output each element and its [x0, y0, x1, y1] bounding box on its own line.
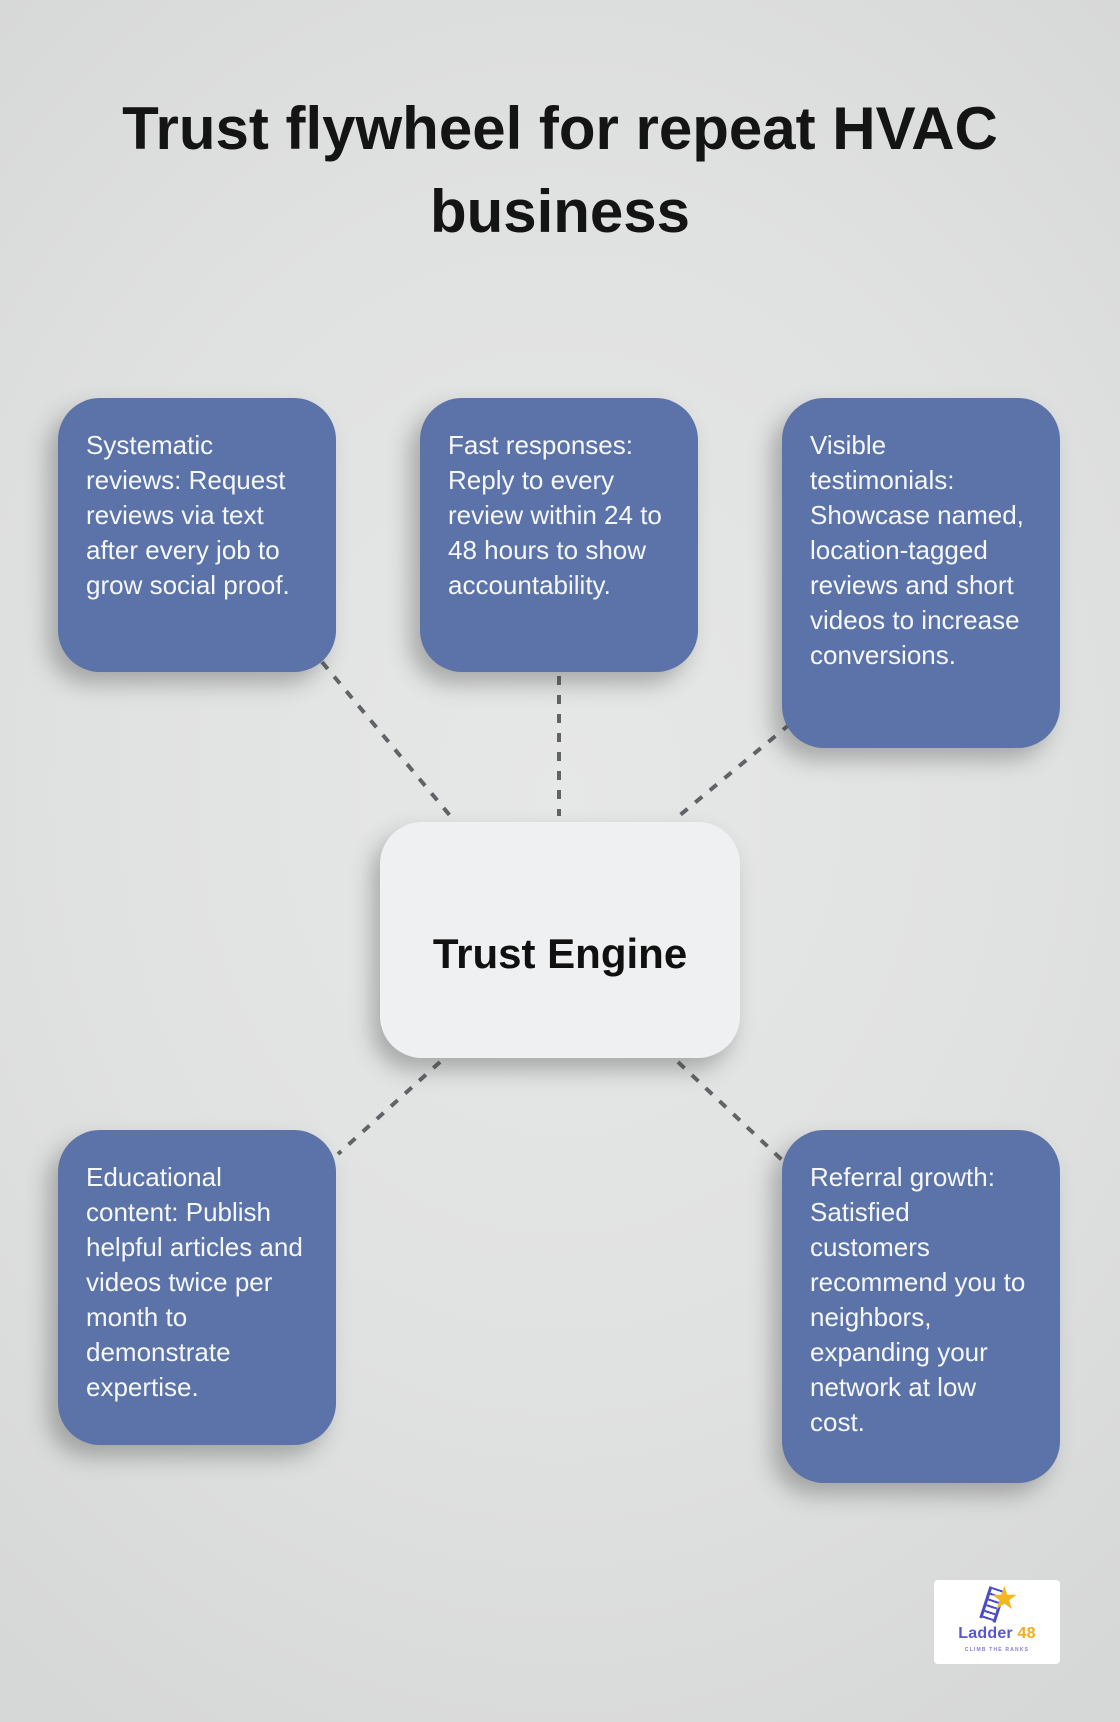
connector-systematic-reviews — [320, 660, 454, 820]
connector-visible-testimonials — [672, 722, 792, 822]
brand-logo: ★ Ladder 48 CLIMB THE RANKS — [934, 1580, 1060, 1664]
star-icon: ★ — [990, 1579, 1019, 1617]
connector-educational-content — [336, 1060, 442, 1156]
node-visible-testimonials: Visible testimonials: Showcase named, lo… — [782, 398, 1060, 748]
node-fast-responses-text: Fast responses: Reply to every review wi… — [448, 430, 662, 600]
logo-wordmark: Ladder 48 — [958, 1625, 1035, 1643]
ladder-star-icon: ★ — [972, 1582, 1022, 1624]
logo-brand-first: Ladder — [958, 1625, 1013, 1642]
node-systematic-reviews-text: Systematic reviews: Request reviews via … — [86, 430, 290, 600]
trust-engine-label: Trust Engine — [432, 930, 688, 977]
page-title: Trust flywheel for repeat HVAC business — [122, 95, 998, 245]
logo-tagline: CLIMB THE RANKS — [964, 1647, 1030, 1653]
node-educational-content: Educational content: Publish helpful art… — [58, 1130, 336, 1445]
node-fast-responses: Fast responses: Reply to every review wi… — [420, 398, 698, 672]
logo-brand-second: 48 — [1017, 1625, 1036, 1642]
node-systematic-reviews: Systematic reviews: Request reviews via … — [58, 398, 336, 672]
node-visible-testimonials-text: Visible testimonials: Showcase named, lo… — [810, 430, 1024, 670]
node-trust-engine: Trust Engine — [380, 822, 740, 1058]
node-referral-growth-text: Referral growth: Satisfied customers rec… — [810, 1162, 1026, 1437]
connector-referral-growth — [676, 1060, 784, 1162]
node-referral-growth: Referral growth: Satisfied customers rec… — [782, 1130, 1060, 1483]
node-educational-content-text: Educational content: Publish helpful art… — [86, 1162, 303, 1402]
